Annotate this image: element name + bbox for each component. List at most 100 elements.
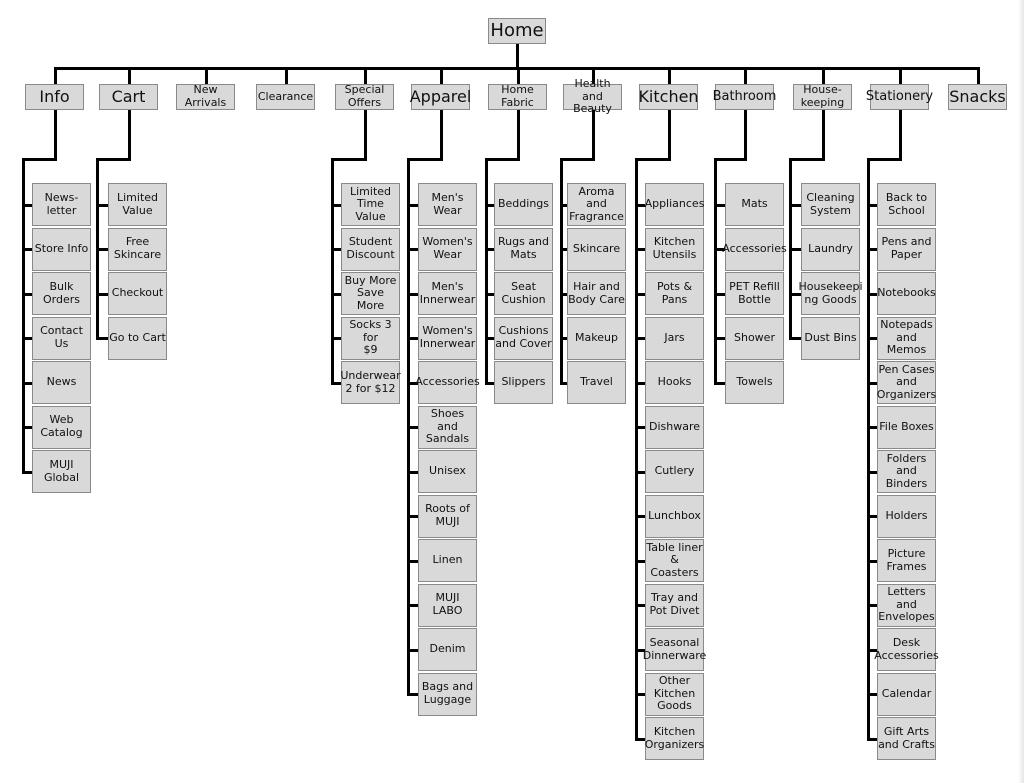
item-special-offers[interactable]: Buy More Save More (341, 272, 400, 315)
category-special-offers[interactable]: Special Offers (335, 84, 394, 110)
item-kitchen[interactable]: Lunchbox (645, 494, 704, 538)
category-stem-line (127, 110, 131, 160)
item-stationery[interactable]: Pens and Paper (877, 227, 936, 271)
item-kitchen[interactable]: Hooks (645, 361, 704, 404)
item-info[interactable]: Bulk Orders (32, 272, 91, 315)
item-bathroom[interactable]: Mats (725, 183, 784, 226)
item-health-beauty[interactable]: Travel (567, 361, 626, 404)
item-special-offers[interactable]: Limited Time Value (341, 183, 400, 226)
item-home-fabric[interactable]: Slippers (494, 361, 553, 404)
item-apparel[interactable]: Roots of MUJI (418, 494, 477, 538)
category-cart[interactable]: Cart (99, 84, 158, 110)
category-housekeeping[interactable]: House- keeping (793, 84, 852, 110)
item-apparel[interactable]: Denim (418, 628, 477, 671)
item-branch-line (635, 693, 645, 696)
item-health-beauty[interactable]: Aroma and Fragrance (567, 183, 626, 226)
item-stationery[interactable]: Holders (877, 494, 936, 538)
category-clearance[interactable]: Clearance (256, 84, 315, 110)
item-housekeeping[interactable]: Housekeepi ng Goods (798, 272, 863, 315)
item-info[interactable]: News- letter (32, 183, 91, 226)
item-stationery[interactable]: Notebooks (877, 272, 936, 315)
item-kitchen[interactable]: Seasonal Dinnerware (643, 628, 706, 671)
item-stationery[interactable]: Picture Frames (877, 539, 936, 582)
category-snacks[interactable]: Snacks (948, 84, 1007, 110)
category-trunk-line (560, 158, 563, 385)
item-cart[interactable]: Free Skincare (108, 227, 167, 271)
category-kitchen[interactable]: Kitchen (638, 84, 699, 110)
home-node[interactable]: Home (488, 18, 546, 44)
item-home-fabric[interactable]: Seat Cushion (494, 272, 553, 315)
item-stationery[interactable]: Desk Accessories (874, 628, 939, 671)
item-cart[interactable]: Limited Value (108, 183, 167, 226)
item-stationery[interactable]: Pen Cases and Organizers (877, 361, 936, 404)
category-connector-line (821, 67, 825, 84)
category-home-fabric[interactable]: Home Fabric (488, 84, 547, 110)
item-apparel[interactable]: Accessories (415, 361, 480, 404)
item-apparel[interactable]: Shoes and Sandals (418, 405, 477, 449)
item-apparel[interactable]: Unisex (418, 450, 477, 493)
item-home-fabric[interactable]: Cushions and Cover (494, 316, 553, 360)
item-apparel[interactable]: Linen (418, 539, 477, 582)
item-branch-line (22, 337, 32, 340)
item-kitchen[interactable]: Dishware (645, 405, 704, 449)
item-info[interactable]: MUJI Global (32, 450, 91, 493)
item-apparel[interactable]: Men's Innerwear (418, 272, 477, 315)
category-stationery[interactable]: Stationery (866, 84, 933, 110)
item-kitchen[interactable]: Kitchen Organizers (645, 717, 704, 760)
item-health-beauty[interactable]: Hair and Body Care (567, 272, 626, 315)
item-kitchen[interactable]: Kitchen Utensils (645, 227, 704, 271)
item-info[interactable]: Store Info (32, 227, 91, 271)
item-health-beauty[interactable]: Makeup (567, 316, 626, 360)
item-bathroom[interactable]: PET Refill Bottle (725, 272, 784, 315)
item-special-offers[interactable]: Student Discount (341, 227, 400, 271)
item-cart[interactable]: Checkout (108, 272, 167, 315)
category-apparel[interactable]: Apparel (410, 84, 471, 110)
item-stationery[interactable]: Folders and Binders (877, 450, 936, 493)
item-info[interactable]: Contact Us (32, 316, 91, 360)
item-apparel[interactable]: Women's Innerwear (418, 316, 477, 360)
item-apparel[interactable]: MUJI LABO (418, 583, 477, 627)
item-apparel[interactable]: Women's Wear (418, 227, 477, 271)
item-bathroom[interactable]: Towels (725, 361, 784, 404)
item-stationery[interactable]: Back to School (877, 183, 936, 226)
item-branch-line (635, 292, 645, 296)
item-kitchen[interactable]: Pots & Pans (645, 272, 704, 315)
item-housekeeping[interactable]: Cleaning System (801, 183, 860, 226)
item-stationery[interactable]: Gift Arts and Crafts (877, 717, 936, 760)
category-bathroom[interactable]: Bathroom (713, 84, 776, 110)
item-special-offers[interactable]: Socks 3 for $9 (341, 316, 400, 360)
category-trunk-line (867, 158, 870, 741)
category-health-beauty[interactable]: Health and Beauty (563, 77, 622, 115)
item-info[interactable]: Web Catalog (32, 405, 91, 449)
item-bathroom[interactable]: Shower (725, 316, 784, 360)
item-kitchen[interactable]: Tray and Pot Divet (645, 583, 704, 627)
item-branch-line (331, 203, 341, 207)
item-stationery[interactable]: Calendar (877, 672, 936, 716)
item-health-beauty[interactable]: Skincare (567, 227, 626, 271)
item-stationery[interactable]: Letters and Envelopes (877, 583, 936, 627)
item-stationery[interactable]: Notepads and Memos (877, 316, 936, 360)
item-kitchen[interactable]: Cutlery (645, 450, 704, 493)
item-kitchen[interactable]: Appliances (645, 183, 704, 226)
item-apparel[interactable]: Bags and Luggage (418, 672, 477, 716)
item-home-fabric[interactable]: Rugs and Mats (494, 227, 553, 271)
item-branch-line (867, 337, 877, 340)
item-home-fabric[interactable]: Beddings (494, 183, 553, 226)
item-bathroom[interactable]: Accessories (722, 227, 787, 271)
category-connector-line (284, 67, 288, 84)
category-new-arrivals[interactable]: New Arrivals (176, 84, 235, 110)
item-cart[interactable]: Go to Cart (108, 316, 167, 360)
item-info[interactable]: News (32, 361, 91, 404)
category-connector-line (204, 67, 208, 84)
item-special-offers[interactable]: Underwear 2 for $12 (340, 361, 401, 404)
item-housekeeping[interactable]: Dust Bins (801, 316, 860, 360)
item-kitchen[interactable]: Jars (645, 316, 704, 360)
category-trunk-line (714, 158, 717, 385)
item-kitchen[interactable]: Other Kitchen Goods (645, 672, 704, 716)
item-kitchen[interactable]: Table liner & Coasters (645, 539, 704, 582)
item-branch-line (96, 292, 108, 296)
category-info[interactable]: Info (25, 84, 84, 110)
item-apparel[interactable]: Men's Wear (418, 183, 477, 226)
item-housekeeping[interactable]: Laundry (801, 227, 860, 271)
item-stationery[interactable]: File Boxes (877, 405, 936, 449)
